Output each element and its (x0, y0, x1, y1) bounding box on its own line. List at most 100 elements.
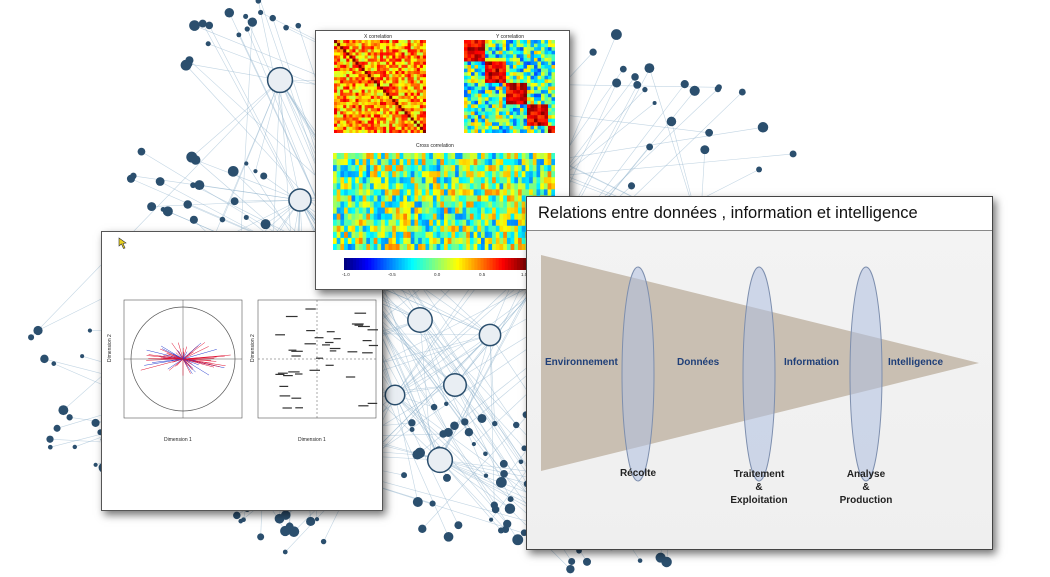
heatmap-cell (373, 165, 378, 172)
heatmap-cell (404, 77, 408, 81)
heatmap-cell (370, 71, 375, 75)
heatmap-cell (386, 58, 390, 62)
heatmap-cell (334, 71, 338, 75)
network-node (483, 473, 489, 478)
heatmap-cell (376, 55, 381, 59)
heatmap-cell (377, 237, 382, 245)
heatmap-cell (478, 72, 482, 77)
heatmap-cell (349, 83, 353, 87)
heatmap-cell (440, 153, 445, 160)
heatmap-cell (447, 219, 452, 227)
heatmap-cell (346, 52, 350, 56)
heatmap-cell (485, 93, 489, 98)
heatmap-cell (392, 225, 397, 233)
heatmap-cell (520, 79, 524, 84)
heatmap-cell (384, 243, 389, 250)
heatmap-cell (510, 195, 515, 202)
colorbar-segment (386, 258, 390, 270)
heatmap-cell (386, 74, 390, 78)
heatmap-cell (540, 177, 545, 184)
network-node (612, 78, 622, 88)
heatmap-cell (334, 108, 338, 112)
network-node (258, 9, 264, 16)
network-node (700, 145, 710, 155)
heatmap-cell (414, 171, 419, 178)
heatmap-cell (544, 97, 549, 102)
heatmap-cell (384, 183, 389, 190)
heatmap-cell (516, 82, 521, 87)
heatmap-cell (364, 120, 369, 124)
heatmap-cell (355, 98, 359, 103)
heatmap-cell (481, 93, 486, 98)
heatmap-cell (481, 40, 486, 44)
network-node (241, 517, 246, 523)
heatmap-cell (537, 61, 542, 66)
heatmap-cell (436, 189, 441, 196)
heatmap-cell (521, 219, 526, 227)
heatmap-cell (534, 107, 538, 112)
heatmap-cell (416, 74, 421, 78)
network-node (498, 527, 505, 534)
pca-right-ylabel: Dimension 2 (250, 334, 256, 362)
heatmap-cell (383, 102, 387, 106)
heatmap-cell (418, 225, 423, 233)
network-node (520, 529, 528, 537)
heatmap-cell (474, 97, 479, 102)
heatmap-cell (337, 89, 341, 93)
heatmap-cell (432, 153, 437, 160)
heatmap-cell (419, 129, 424, 133)
heatmap-cell (478, 68, 482, 73)
colorbar-segment (465, 258, 469, 270)
heatmap-cell (484, 177, 489, 184)
colorbar-segment (428, 258, 433, 270)
heatmap-cell (541, 50, 545, 55)
heatmap-cell (380, 92, 384, 97)
heatmap-cell (413, 95, 418, 100)
heatmap-cell (458, 231, 463, 239)
heatmap-cell (530, 75, 535, 80)
heatmap-cell (509, 100, 514, 105)
slide-body: Environnement Données Information Intell… (527, 231, 992, 549)
heatmap-cell (358, 98, 362, 103)
network-node (756, 166, 762, 173)
heatmap-cell (340, 61, 344, 66)
heatmap-cell (458, 219, 463, 227)
heatmap-cell (337, 95, 341, 100)
heatmap-cell (358, 117, 362, 121)
heatmap-cell (361, 74, 365, 78)
individual-label-mark (306, 330, 316, 332)
heatmap-cell (514, 189, 519, 196)
heatmap-cell (403, 201, 408, 208)
heatmap-cell (404, 114, 408, 118)
heatmap-cell (355, 207, 360, 214)
colorbar-segment (468, 258, 472, 270)
heatmap-cell (471, 122, 475, 127)
heatmap-cell (485, 72, 489, 77)
heatmap-cell (349, 117, 353, 121)
heatmap-cell (352, 49, 356, 53)
heatmap-cell (503, 177, 508, 184)
heatmap-cell (462, 195, 467, 202)
heatmap-cell (392, 92, 396, 97)
heatmap-cell (518, 159, 522, 166)
heatmap-cell (361, 67, 365, 72)
heatmap-cell (516, 125, 521, 130)
heatmap-cell (392, 67, 396, 72)
heatmap-cell (340, 171, 345, 178)
heatmap-cell (509, 50, 514, 55)
heatmap-cell (421, 195, 426, 202)
heatmap-cell (334, 123, 338, 128)
heatmap-cell (361, 83, 365, 87)
heatmap-cell (395, 183, 400, 190)
heatmap-cell (373, 83, 378, 87)
heatmap-cell (386, 123, 390, 128)
heatmap-cell (481, 43, 486, 48)
heatmap-cell (502, 75, 507, 80)
heatmap-cell (384, 201, 389, 208)
individual-label-mark (288, 349, 297, 351)
heatmap-cell (366, 243, 371, 250)
network-node (219, 216, 226, 223)
heatmap-cell (523, 97, 528, 102)
heatmap-cell (469, 195, 474, 202)
heatmap-cell (520, 111, 524, 116)
